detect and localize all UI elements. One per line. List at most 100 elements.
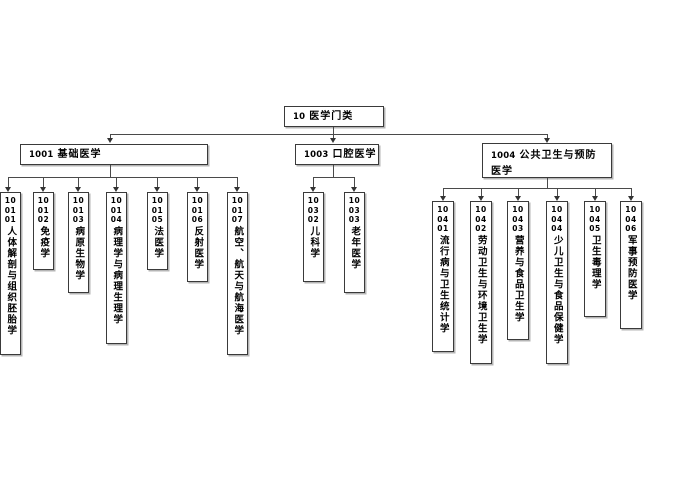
- connector-drop-1004: [547, 134, 548, 139]
- arrow-to-100406: [627, 196, 634, 201]
- connector-drop-100104: [116, 177, 117, 188]
- level1-name-1003: 口腔医学: [332, 149, 377, 160]
- root-node-code: 10: [293, 112, 306, 122]
- leaf-code-line2-100303: 03: [348, 205, 361, 215]
- leaf-code-line2-100302: 03: [307, 205, 320, 215]
- leaf-code-line1-100104: 10: [110, 196, 123, 205]
- leaf-node-100106[interactable]: 10 01 06 反射医学: [187, 192, 208, 282]
- leaf-code-line3-100303: 03: [348, 215, 361, 224]
- leaf-code-line2-100104: 01: [110, 205, 123, 215]
- connector-drop-100105: [157, 177, 158, 188]
- leaf-code-line3-100105: 05: [151, 215, 164, 224]
- leaf-name-100102: 免疫学: [38, 225, 50, 259]
- leaf-name-100405: 卫生毒理学: [589, 234, 601, 290]
- leaf-node-100403[interactable]: 10 04 03 营养与食品卫生学: [507, 201, 529, 340]
- connector-root-stem: [333, 127, 334, 135]
- connector-1004-stem: [547, 178, 548, 188]
- connector-drop-100303: [354, 177, 355, 188]
- leaf-code-line1-100402: 10: [475, 205, 487, 214]
- leaf-code-line3-100406: 06: [625, 224, 637, 233]
- leaf-code-line2-100405: 04: [589, 214, 601, 224]
- level1-name-1004: 公共卫生与预防医学: [491, 150, 597, 177]
- leaf-code-line2-100402: 04: [475, 214, 487, 224]
- arrow-to-1001: [106, 138, 113, 143]
- leaf-name-100401: 流行病与卫生统计学: [437, 234, 449, 334]
- leaf-node-100402[interactable]: 10 04 02 劳动卫生与环境卫生学: [470, 201, 492, 364]
- arrow-to-100101: [4, 187, 11, 192]
- leaf-name-100101: 人体解剖与组织胚胎学: [5, 225, 17, 336]
- leaf-name-100402: 劳动卫生与环境卫生学: [475, 234, 487, 345]
- level1-name-1001: 基础医学: [57, 149, 102, 160]
- leaf-name-100103: 病原生物学: [73, 225, 85, 281]
- arrow-to-100107: [233, 187, 240, 192]
- leaf-name-100106: 反射医学: [192, 225, 204, 270]
- arrow-to-100405: [591, 196, 598, 201]
- leaf-code-line2-100105: 01: [151, 205, 164, 215]
- connector-drop-100107: [237, 177, 238, 188]
- arrow-to-1003: [329, 138, 336, 143]
- level1-code-1003: 1003: [304, 150, 329, 160]
- arrow-to-100403: [514, 196, 521, 201]
- leaf-node-100104[interactable]: 10 01 04 病理学与病理生理学: [106, 192, 127, 344]
- leaf-name-100302: 儿科学: [308, 225, 320, 259]
- leaf-name-100107: 航空、航天与航海医学: [232, 225, 244, 336]
- arrow-to-100402: [477, 196, 484, 201]
- leaf-node-100401[interactable]: 10 04 01 流行病与卫生统计学: [432, 201, 454, 352]
- connector-drop-1001: [110, 134, 111, 139]
- leaf-code-line1-100405: 10: [589, 205, 601, 214]
- connector-group-stoma-bus: [313, 177, 354, 178]
- leaf-code-line3-100402: 02: [475, 224, 487, 233]
- connector-drop-100403: [518, 188, 519, 197]
- connector-drop-100406: [631, 188, 632, 197]
- leaf-code-line1-100303: 10: [348, 196, 361, 205]
- leaf-code-line2-100406: 04: [625, 214, 637, 224]
- arrow-to-100404: [553, 196, 560, 201]
- leaf-code-line2-100103: 01: [72, 205, 85, 215]
- connector-1001-stem: [110, 165, 111, 177]
- arrow-to-1004: [543, 138, 550, 143]
- leaf-code-line3-100403: 03: [512, 224, 524, 233]
- leaf-name-100104: 病理学与病理生理学: [111, 225, 123, 325]
- leaf-node-100405[interactable]: 10 04 05 卫生毒理学: [584, 201, 606, 317]
- leaf-name-100403: 营养与食品卫生学: [512, 234, 524, 323]
- leaf-code-line3-100302: 02: [307, 215, 320, 224]
- connector-drop-100102: [43, 177, 44, 188]
- leaf-code-line1-100103: 10: [72, 196, 85, 205]
- leaf-code-line1-100401: 10: [437, 205, 449, 214]
- leaf-code-line3-100405: 05: [589, 224, 601, 233]
- leaf-code-line2-100102: 01: [37, 205, 50, 215]
- connector-drop-100405: [595, 188, 596, 197]
- leaf-code-line1-100406: 10: [625, 205, 637, 214]
- leaf-node-100406[interactable]: 10 04 06 军事预防医学: [620, 201, 642, 329]
- leaf-code-line2-100101: 01: [4, 205, 17, 215]
- leaf-node-100303[interactable]: 10 03 03 老年医学: [344, 192, 365, 293]
- leaf-code-line1-100106: 10: [191, 196, 204, 205]
- connector-drop-100401: [443, 188, 444, 197]
- leaf-code-line3-100404: 04: [551, 224, 563, 233]
- leaf-node-100302[interactable]: 10 03 02 儿科学: [303, 192, 324, 282]
- leaf-node-100107[interactable]: 10 01 07 航空、航天与航海医学: [227, 192, 248, 355]
- connector-drop-100103: [78, 177, 79, 188]
- arrow-to-100106: [193, 187, 200, 192]
- leaf-code-line3-100106: 06: [191, 215, 204, 224]
- connector-level1-bus: [110, 134, 547, 135]
- leaf-code-line3-100101: 01: [4, 215, 17, 224]
- leaf-code-line2-100401: 04: [437, 214, 449, 224]
- leaf-code-line1-100102: 10: [37, 196, 50, 205]
- leaf-node-100105[interactable]: 10 01 05 法医学: [147, 192, 168, 270]
- leaf-node-100404[interactable]: 10 04 04 少儿卫生与食品保健学: [546, 201, 568, 364]
- level1-code-1004: 1004: [491, 151, 516, 161]
- leaf-node-100103[interactable]: 10 01 03 病原生物学: [68, 192, 89, 293]
- leaf-code-line1-100302: 10: [307, 196, 320, 205]
- connector-drop-100302: [313, 177, 314, 188]
- connector-1003-stem: [333, 165, 334, 177]
- leaf-node-100102[interactable]: 10 01 02 免疫学: [33, 192, 54, 270]
- leaf-code-line1-100101: 10: [4, 196, 17, 205]
- leaf-node-100101[interactable]: 10 01 01 人体解剖与组织胚胎学: [0, 192, 21, 355]
- connector-group-basic-bus: [8, 177, 237, 178]
- arrow-to-100102: [39, 187, 46, 192]
